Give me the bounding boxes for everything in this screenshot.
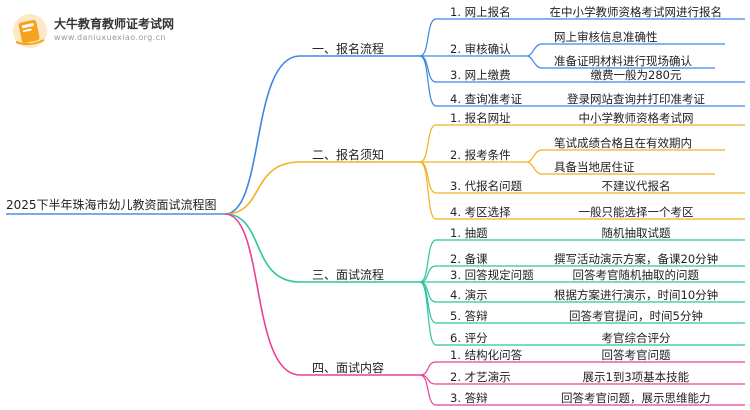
leaf-node: 2. 报考条件: [450, 148, 511, 162]
root-node: 2025下半年珠海市幼儿教资面试流程图: [6, 198, 217, 212]
leaf-connector: [419, 239, 437, 283]
detail-node: 准备证明材料进行现场确认: [554, 54, 692, 68]
leaf-node: 4. 演示: [450, 288, 488, 302]
logo-subtitle: www.daniuxuexiao.org.cn: [54, 33, 166, 42]
branch-connector: [224, 55, 301, 215]
leaf-node: 1. 结构化问答: [450, 348, 523, 362]
leaf-node: 4. 查询准考证: [450, 92, 523, 106]
detail-node: 随机抽取试题: [601, 226, 671, 240]
leaf-connector: [419, 161, 437, 220]
detail-node: 撰写活动演示方案，备课20分钟: [554, 252, 719, 266]
detail-node: 网上审核信息准确性: [554, 30, 658, 44]
leaf-node: 3. 代报名问题: [450, 179, 523, 193]
detail-node: 在中小学教师资格考试网进行报名: [549, 5, 723, 19]
leaf-connector: [419, 374, 437, 406]
leaf-connector: [419, 281, 437, 346]
detail-node: 不建议代报名: [601, 179, 671, 193]
branch-node: 二、报名须知: [312, 148, 385, 162]
branch-connector: [224, 161, 301, 215]
detail-node: 缴费一般为280元: [590, 68, 682, 82]
detail-node: 笔试成绩合格且在有效期内: [554, 136, 692, 150]
detail-node: 根据方案进行演示，时间10分钟: [554, 288, 719, 302]
leaf-node: 2. 才艺演示: [450, 370, 511, 384]
branch-connector: [224, 213, 301, 283]
leaf-connector: [419, 361, 437, 376]
leaf-node: 1. 报名网址: [450, 111, 511, 125]
leaf-node: 6. 评分: [450, 331, 488, 345]
branch-node: 三、面试流程: [312, 268, 385, 282]
leaf-connector: [419, 55, 437, 107]
detail-node: 回答考官提问，时间5分钟: [569, 309, 703, 323]
leaf-node: 1. 网上报名: [450, 5, 511, 19]
leaf-node: 2. 审核确认: [450, 42, 511, 56]
leaf-connector: [419, 124, 437, 163]
leaf-connector: [419, 265, 437, 283]
leaf-node: 3. 答辩: [450, 391, 488, 405]
leaf-node: 3. 网上缴费: [450, 68, 511, 82]
detail-node: 一般只能选择一个考区: [578, 205, 694, 219]
detail-node: 考官综合评分: [601, 331, 671, 345]
leaf-node: 4. 考区选择: [450, 205, 511, 219]
detail-node: 回答考官问题，展示思维能力: [561, 391, 711, 405]
branch-connector: [224, 213, 301, 376]
detail-node: 具备当地居住证: [554, 160, 635, 174]
branch-node: 四、面试内容: [312, 361, 385, 375]
detail-node: 登录网站查询并打印准考证: [567, 92, 705, 106]
detail-node: 回答考官随机抽取的问题: [572, 268, 700, 282]
logo-title: 大牛教育教师证考试网: [54, 17, 175, 31]
detail-node: 回答考官问题: [601, 348, 671, 362]
detail-connector: [526, 43, 543, 57]
detail-node: 中小学教师资格考试网: [578, 111, 694, 125]
branch-node: 一、报名流程: [312, 42, 385, 56]
leaf-node: 3. 回答规定问题: [450, 268, 534, 282]
detail-connector: [526, 161, 543, 175]
leaf-node: 5. 答辩: [450, 309, 488, 323]
book-logo-icon: [13, 14, 47, 48]
detail-connector: [526, 55, 543, 69]
logo: 大牛教育教师证考试网 www.daniuxuexiao.org.cn: [10, 9, 210, 53]
leaf-connector: [419, 18, 437, 57]
leaf-node: 2. 备课: [450, 252, 488, 266]
leaf-node: 1. 抽题: [450, 226, 488, 240]
detail-connector: [526, 149, 543, 163]
detail-node: 展示1到3项基本技能: [582, 370, 690, 384]
